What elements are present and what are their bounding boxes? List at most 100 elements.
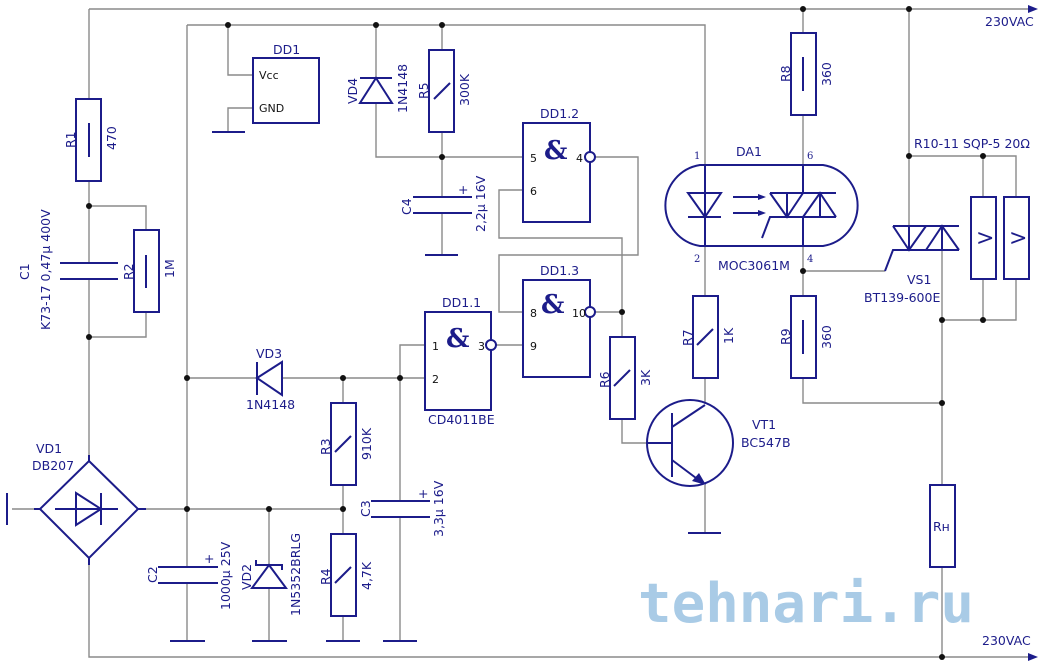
svg-text:+: + bbox=[418, 486, 428, 501]
svg-text:DD1.2: DD1.2 bbox=[540, 106, 579, 121]
svg-text:1M: 1M bbox=[162, 259, 177, 278]
svg-text:BT139-600E: BT139-600E bbox=[864, 290, 940, 305]
svg-text:1N4148: 1N4148 bbox=[246, 397, 295, 412]
rail-top-label: 230VAC bbox=[985, 14, 1034, 29]
svg-text:6: 6 bbox=[807, 151, 813, 162]
svg-text:9: 9 bbox=[530, 340, 537, 353]
svg-text:K73-17 0,47µ 400V: K73-17 0,47µ 400V bbox=[38, 209, 53, 330]
resistor-r5: R5 300K bbox=[416, 49, 472, 133]
svg-text:6: 6 bbox=[530, 185, 537, 198]
resistor-r6: R6 3K bbox=[597, 336, 653, 420]
diode-vd3: VD3 1N4148 bbox=[246, 346, 295, 412]
svg-text:DA1: DA1 bbox=[736, 144, 762, 159]
nand-gate-dd1-3: & DD1.3 8 9 10 bbox=[522, 263, 596, 378]
svg-text:C1: C1 bbox=[17, 263, 32, 280]
svg-text:1N5352BRLG: 1N5352BRLG bbox=[288, 533, 303, 616]
svg-text:4: 4 bbox=[576, 152, 583, 165]
svg-text:VD1: VD1 bbox=[36, 441, 62, 456]
svg-text:VT1: VT1 bbox=[752, 417, 776, 432]
transistor-vt1: VT1 BC547B bbox=[646, 399, 791, 487]
resistor-r7: R7 1K bbox=[680, 295, 736, 379]
svg-text:&: & bbox=[446, 324, 469, 354]
svg-text:5: 5 bbox=[530, 152, 537, 165]
svg-text:&: & bbox=[541, 290, 564, 320]
svg-text:Vcc: Vcc bbox=[259, 69, 279, 82]
svg-text:C4: C4 bbox=[399, 198, 414, 215]
svg-text:R9: R9 bbox=[778, 328, 793, 345]
load-resistor-rn: Rн bbox=[929, 484, 956, 568]
svg-text:R5: R5 bbox=[416, 82, 431, 99]
svg-text:C3: C3 bbox=[358, 500, 373, 517]
svg-text:>: > bbox=[1009, 226, 1027, 251]
svg-text:VD4: VD4 bbox=[345, 78, 360, 104]
capacitor-c1: C1 K73-17 0,47µ 400V bbox=[17, 209, 118, 330]
capacitor-c3: + C3 3,3µ 16V bbox=[358, 480, 446, 537]
ic-dd1-power: DD1 Vcc GND bbox=[252, 42, 320, 124]
svg-text:VD2: VD2 bbox=[239, 564, 254, 590]
svg-text:10: 10 bbox=[572, 307, 586, 320]
svg-text:2: 2 bbox=[432, 373, 439, 386]
capacitor-c2: + C2 1000µ 25V bbox=[145, 541, 233, 610]
svg-text:R10-11 SQP-5 20Ω: R10-11 SQP-5 20Ω bbox=[914, 136, 1030, 151]
svg-text:+: + bbox=[458, 182, 468, 197]
nand-gate-dd1-1: & DD1.1 CD4011BE 1 2 3 bbox=[424, 295, 497, 427]
nand-gate-dd1-2: & DD1.2 5 6 4 bbox=[522, 106, 596, 223]
svg-text:1N4148: 1N4148 bbox=[395, 64, 410, 113]
junction-dots bbox=[86, 6, 986, 660]
svg-text:VD3: VD3 bbox=[256, 346, 282, 361]
svg-text:VS1: VS1 bbox=[907, 272, 931, 287]
svg-text:Rн: Rн bbox=[933, 519, 950, 534]
capacitor-c4: + C4 2,2µ 16V bbox=[399, 175, 488, 232]
resistors-r10-r11: > > R10-11 SQP-5 20Ω bbox=[914, 136, 1030, 280]
svg-text:R6: R6 bbox=[597, 371, 612, 388]
svg-text:R3: R3 bbox=[318, 438, 333, 455]
resistor-r1: R1 470 bbox=[63, 98, 119, 182]
svg-text:DD1.3: DD1.3 bbox=[540, 263, 579, 278]
svg-text:4,7K: 4,7K bbox=[359, 561, 374, 590]
svg-text:DB207: DB207 bbox=[32, 458, 74, 473]
svg-text:MOC3061M: MOC3061M bbox=[718, 258, 790, 273]
svg-text:470: 470 bbox=[104, 126, 119, 150]
svg-text:>: > bbox=[976, 226, 994, 251]
svg-text:&: & bbox=[544, 136, 567, 166]
resistor-r9: R9 360 bbox=[778, 295, 834, 379]
svg-text:R1: R1 bbox=[63, 131, 78, 148]
svg-text:DD1: DD1 bbox=[273, 42, 300, 57]
arrow-top-icon bbox=[1028, 5, 1038, 13]
diode-vd4: VD4 1N4148 bbox=[345, 64, 410, 113]
bridge-rectifier-vd1: VD1 DB207 bbox=[6, 441, 146, 565]
svg-text:3: 3 bbox=[478, 340, 485, 353]
arrow-bottom-icon bbox=[1028, 653, 1038, 661]
svg-text:1K: 1K bbox=[721, 327, 736, 344]
rail-bottom-label: 230VAC bbox=[982, 633, 1031, 648]
svg-text:360: 360 bbox=[819, 62, 834, 86]
watermark-logo: tehnari.ru bbox=[638, 572, 974, 635]
svg-text:4: 4 bbox=[807, 254, 813, 265]
svg-text:8: 8 bbox=[530, 307, 537, 320]
svg-text:R2: R2 bbox=[121, 263, 136, 280]
svg-text:+: + bbox=[204, 551, 214, 566]
resistor-r4: R4 4,7K bbox=[318, 533, 374, 617]
svg-text:300K: 300K bbox=[457, 73, 472, 106]
wires bbox=[12, 8, 1032, 658]
svg-text:GND: GND bbox=[259, 102, 284, 115]
svg-text:360: 360 bbox=[819, 325, 834, 349]
svg-text:R8: R8 bbox=[778, 65, 793, 82]
svg-text:910K: 910K bbox=[359, 427, 374, 460]
svg-text:DD1.1: DD1.1 bbox=[442, 295, 481, 310]
svg-text:C2: C2 bbox=[145, 566, 160, 583]
ground-symbols bbox=[170, 131, 721, 642]
resistor-r3: R3 910K bbox=[318, 402, 374, 486]
svg-text:R4: R4 bbox=[318, 568, 333, 585]
svg-text:2,2µ 16V: 2,2µ 16V bbox=[473, 175, 488, 232]
svg-text:1000µ 25V: 1000µ 25V bbox=[218, 541, 233, 610]
resistor-r2: R2 1M bbox=[121, 229, 177, 313]
zener-diode-vd2: VD2 1N5352BRLG bbox=[239, 533, 303, 616]
svg-text:2: 2 bbox=[694, 254, 700, 265]
svg-text:1: 1 bbox=[694, 151, 700, 162]
svg-text:R7: R7 bbox=[680, 329, 695, 346]
svg-text:CD4011BE: CD4011BE bbox=[428, 412, 495, 427]
svg-text:3K: 3K bbox=[638, 369, 653, 386]
optocoupler-da1: DA1 MOC3061M 1 2 6 4 bbox=[664, 144, 859, 273]
